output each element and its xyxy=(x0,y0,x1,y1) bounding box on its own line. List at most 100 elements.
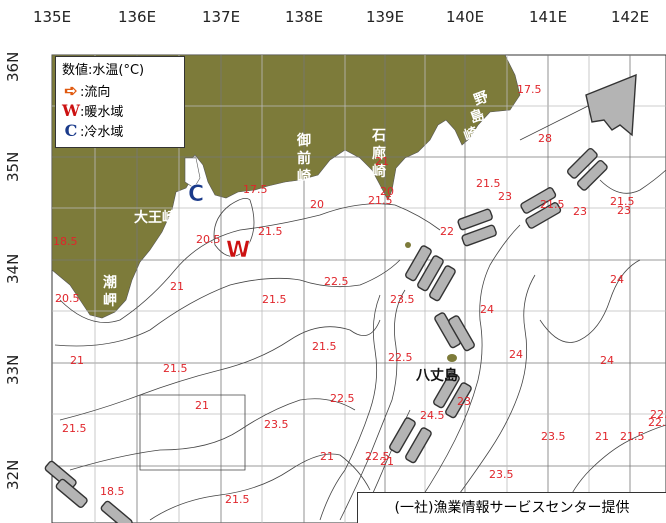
temperature-label: 23 xyxy=(617,204,631,217)
svg-text:島: 島 xyxy=(468,106,487,127)
temperature-label: 20 xyxy=(380,185,394,198)
current-arrow-bar[interactable] xyxy=(520,187,557,215)
temperature-label: 21 xyxy=(70,354,84,367)
temperature-label: 17.5 xyxy=(517,83,542,96)
place-ousaki: 大王崎 xyxy=(134,209,176,226)
temperature-label: 23.5 xyxy=(489,468,514,481)
temperature-label: 24 xyxy=(480,303,494,316)
lon-label: 138E xyxy=(284,8,324,26)
temperature-label: 22 xyxy=(440,225,454,238)
temperature-label: 21.5 xyxy=(62,422,87,435)
temperature-label: 21.5 xyxy=(225,493,250,506)
legend: 数値:水温(°C) ➪:流向 W:暖水域 C:冷水域 xyxy=(55,56,185,148)
svg-text:崎: 崎 xyxy=(372,163,386,180)
temperature-label: 21.5 xyxy=(163,362,188,375)
temperature-label: 22.5 xyxy=(324,275,349,288)
svg-text:石: 石 xyxy=(371,128,386,144)
temperature-label: 20 xyxy=(310,198,324,211)
svg-text:御: 御 xyxy=(296,132,311,149)
current-arrow-bar[interactable] xyxy=(405,427,433,464)
current-arrow-bar[interactable] xyxy=(429,265,457,302)
current-arrow-bar[interactable] xyxy=(417,255,445,292)
hachijo-island xyxy=(447,354,457,362)
place-omaezaki: 御 前 崎 xyxy=(296,132,311,185)
temperature-label: 22.5 xyxy=(650,408,666,421)
temperature-label: 23.5 xyxy=(264,418,289,431)
temperature-label: 21 xyxy=(320,450,334,463)
legend-temp: 数値:水温(°C) xyxy=(62,63,145,78)
temperature-label: 22.5 xyxy=(330,392,355,405)
flow-arrow-icon: ➪ xyxy=(64,81,78,100)
cold-water-marker: C xyxy=(188,182,204,207)
current-arrow-bar[interactable] xyxy=(55,478,88,508)
warm-water-marker: W xyxy=(226,238,250,263)
svg-text:前: 前 xyxy=(297,150,311,167)
lon-label: 140E xyxy=(445,8,485,26)
current-arrow-bar[interactable] xyxy=(457,208,493,231)
temperature-label: 21.5 xyxy=(262,293,287,306)
current-arrow-bar[interactable] xyxy=(566,147,598,179)
current-arrow-bar[interactable] xyxy=(433,372,461,409)
temperature-label: 20.5 xyxy=(55,292,80,305)
current-arrow-bar[interactable] xyxy=(445,382,473,419)
svg-text:崎: 崎 xyxy=(462,124,481,145)
temperature-label: 23 xyxy=(573,205,587,218)
svg-text:岬: 岬 xyxy=(103,293,117,309)
temperature-label: 22.5 xyxy=(648,416,666,429)
temperature-label: 21.5 xyxy=(540,198,565,211)
current-arrow-bar[interactable] xyxy=(448,315,476,352)
current-arrow-bar[interactable] xyxy=(100,500,133,523)
lon-label: 135E xyxy=(32,8,72,26)
current-arrow-bar[interactable] xyxy=(525,202,562,230)
temperature-label: 21 xyxy=(375,155,389,168)
lon-label: 142E xyxy=(610,8,650,26)
current-arrow-bar[interactable] xyxy=(389,417,417,454)
land-ise-bay xyxy=(184,157,201,189)
temperature-label: 24 xyxy=(509,348,523,361)
temperature-label: 23.5 xyxy=(541,430,566,443)
temperature-label: 21 xyxy=(170,280,184,293)
temperature-label: 28 xyxy=(538,132,552,145)
temperature-label: 21 xyxy=(595,430,609,443)
temperature-label: 24 xyxy=(600,354,614,367)
lon-label: 136E xyxy=(117,8,157,26)
graticule xyxy=(52,55,666,523)
svg-text:潮: 潮 xyxy=(103,274,117,291)
lon-label: 139E xyxy=(365,8,405,26)
temperature-label: 18.5 xyxy=(53,235,78,248)
temperature-label: 24.5 xyxy=(420,409,445,422)
temperature-label: 21.5 xyxy=(312,340,337,353)
temperature-label: 21.5 xyxy=(368,194,393,207)
place-hachijojima: 八丈島 xyxy=(415,367,458,384)
temperature-label: 23 xyxy=(457,395,471,408)
temperature-label: 18.5 xyxy=(100,485,125,498)
temperature-label: 17.5 xyxy=(243,183,268,196)
temperature-label: 22.5 xyxy=(365,450,390,463)
svg-text:崎: 崎 xyxy=(297,168,311,185)
temperature-label: 23.5 xyxy=(390,293,415,306)
temperature-label: 20.5 xyxy=(196,233,221,246)
temperature-label: 21.5 xyxy=(620,430,645,443)
temperature-label: 21.5 xyxy=(476,177,501,190)
current-arrow-bar[interactable] xyxy=(461,224,497,247)
current-arrow-head[interactable] xyxy=(585,73,637,137)
svg-text:廊: 廊 xyxy=(372,145,386,162)
temperature-label: 24 xyxy=(610,273,624,286)
place-irozaki: 石 廊 崎 xyxy=(371,128,386,180)
temperature-label: 21.5 xyxy=(610,195,635,208)
temperature-label: 21 xyxy=(195,399,209,412)
izu-island xyxy=(405,242,411,248)
current-arrow-bar[interactable] xyxy=(576,159,608,191)
lon-label: 141E xyxy=(528,8,568,26)
lon-label: 137E xyxy=(201,8,241,26)
current-arrows[interactable] xyxy=(44,73,637,523)
legend-warm: W:暖水域 xyxy=(62,101,124,120)
svg-text:野: 野 xyxy=(472,89,491,109)
temperature-label: 22.5 xyxy=(388,351,413,364)
source-credit: (一社)漁業情報サービスセンター提供 xyxy=(357,492,666,523)
temperature-label: 23 xyxy=(498,190,512,203)
current-arrow-bar[interactable] xyxy=(44,460,77,490)
current-arrow-bar[interactable] xyxy=(405,245,433,282)
